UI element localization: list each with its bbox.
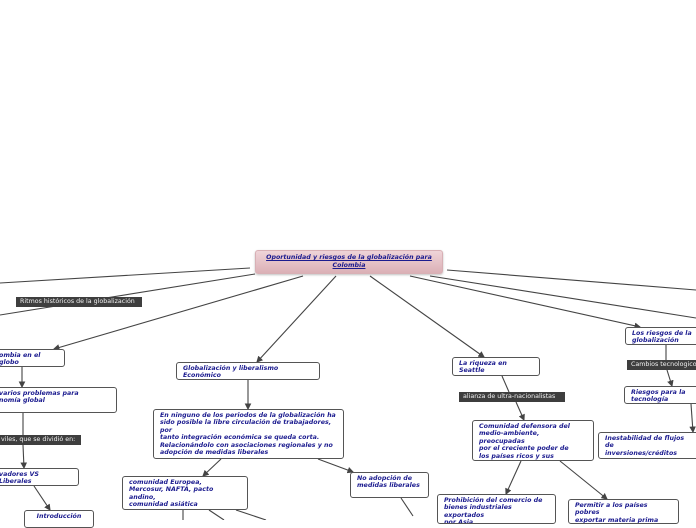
topic-prohibicion-comercio[interactable]: Prohibición del comercio de bienes indus… [437,494,556,524]
connector-4 [369,275,485,358]
topic-permitir-exportar[interactable]: Permitir a los países pobres exportar ma… [568,499,679,524]
connector-20 [515,401,525,422]
connector-25 [689,403,696,434]
central-topic[interactable]: Oportunidad y riesgos de la globalizació… [255,250,443,274]
connector-10 [20,444,28,470]
label-cambios-tecnologicos[interactable]: Cambios tecnologicos [627,360,696,370]
label-ritmos-historicos[interactable]: Ritmos históricos de la globalización [16,297,142,307]
label-alianza[interactable]: alianza de ultra-nacionalistas [459,392,565,402]
connector-6 [429,275,696,319]
topic-problemas-economia[interactable]: varios problemas para nomía global [0,387,117,413]
connector-24 [666,369,674,388]
topic-introduccion[interactable]: Introducción [24,510,94,528]
connector-19 [501,375,510,393]
connector-0 [0,267,251,284]
topic-riqueza-seattle[interactable]: La riqueza en Seattle [452,357,540,376]
topic-riesgos-globalizacion[interactable]: Los riesgos de la globalización [625,327,696,345]
connector-1 [0,273,256,316]
topic-riesgos-tecnologia[interactable]: Riesgos para la tecnología [624,386,696,404]
connector-5 [409,275,642,330]
connector-16 [208,509,225,520]
connector-22 [559,460,608,500]
connector-14 [317,458,355,474]
connector-13 [202,458,222,477]
topic-globalizacion-liberalismo[interactable]: Globalización y liberalismo Económico [176,362,320,380]
topic-comunidad-europea[interactable]: comunidad Europea, Mercosur, NAFTA, pact… [122,476,248,510]
topic-comunidad-defensora[interactable]: Comunidad defensora del medio-ambiente, … [472,420,594,461]
connector-3 [256,275,337,363]
topic-colombia-mundo[interactable]: ombia en el globo [0,349,65,367]
topic-conservadores-liberales[interactable]: vadores VS Liberales [0,468,79,486]
topic-ningun-periodo[interactable]: En ninguno de los periodos de la globali… [153,409,344,459]
topic-inestabilidad-flujos[interactable]: Inestabilidad de flujos de inversiones/c… [598,432,696,459]
connector-21 [505,460,522,496]
connector-11 [33,485,51,511]
connector-18 [400,497,414,517]
connector-2 [52,275,304,351]
connector-7 [446,269,696,291]
topic-no-adopcion[interactable]: No adopción de medidas liberales [350,472,429,498]
connector-17 [235,509,267,520]
label-niveles[interactable]: viles, que se dividió en: [0,435,81,445]
